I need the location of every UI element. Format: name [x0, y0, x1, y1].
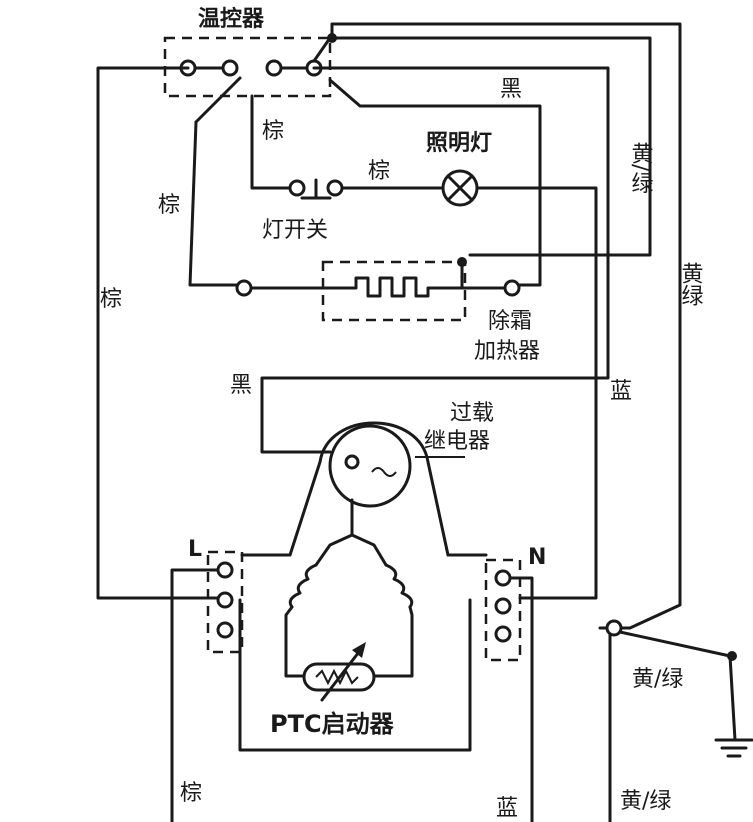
overload-relay-bimetal	[371, 467, 397, 477]
ptc-starter-resistor	[315, 668, 359, 686]
ground-wire-junction	[727, 651, 737, 661]
terminal-L-label: L	[188, 537, 202, 562]
motor-windings	[284, 533, 414, 678]
ptc-starter-label: PTC启动器	[270, 710, 395, 738]
yellow-green-label-vertical-2: 黄绿	[678, 262, 704, 306]
terminal-N-label: N	[528, 545, 546, 570]
yellow-green-ground-label: 黄/绿	[632, 667, 683, 692]
winding-left-to-ptc	[284, 605, 306, 678]
brown-wire-far-left	[96, 66, 220, 600]
lamp-switch-label: 灯开关	[262, 218, 328, 243]
defrost-heater-element	[340, 276, 508, 298]
terminal-block-N: N	[484, 545, 546, 662]
compressor-case-outline	[238, 598, 472, 752]
lamp-switch-terminal-left	[288, 179, 306, 197]
brown-label-far-left: 棕	[100, 287, 122, 312]
terminal-block-N-housing	[484, 558, 522, 662]
black-label-mid: 黑	[230, 373, 252, 398]
terminal-block-L: L	[188, 537, 244, 654]
blue-label-bottom: 蓝	[496, 796, 518, 821]
overload-relay-terminal	[344, 454, 360, 470]
defrost-heater-terminal-right	[503, 279, 521, 297]
black-wire-to-heater	[328, 78, 542, 287]
black-label-top: 黑	[500, 77, 522, 102]
overload-relay: 过载 继电器	[288, 401, 494, 557]
lamp: 照明灯	[426, 131, 492, 207]
yellow-green-bottom-label: 黄/绿	[620, 789, 671, 814]
defrost-heater: 除霜 加热器	[235, 257, 540, 364]
terminal-N-2	[494, 597, 512, 615]
lamp-label: 照明灯	[426, 131, 492, 156]
thermostat-contact-arm	[312, 36, 332, 63]
lamp-return-wire	[475, 186, 598, 600]
ptc-starter-arrow	[320, 646, 364, 702]
defrost-heater-label-1: 除霜	[488, 309, 532, 334]
terminal-L-3	[216, 621, 234, 639]
thermostat-internal-wire	[194, 76, 242, 124]
winding-left-coil	[288, 563, 318, 609]
overload-relay-disc	[328, 424, 412, 508]
brown-wire-lamp-switch	[250, 94, 294, 190]
defrost-heater-housing	[321, 260, 467, 322]
terminal-block-L-housing	[206, 550, 244, 654]
brown-label-left: 棕	[158, 193, 180, 218]
winding-left-lead	[314, 533, 354, 567]
overload-relay-label-1: 过载	[450, 401, 494, 426]
ptc-starter: PTC启动器	[270, 642, 395, 738]
winding-right-coil	[384, 563, 414, 609]
yellow-green-wire-inner-1	[334, 36, 652, 257]
brown-label-2: 棕	[368, 159, 390, 184]
thermostat-terminal-2	[221, 59, 239, 77]
terminal-L-2	[216, 591, 234, 609]
overload-relay-housing	[288, 421, 450, 557]
brown-label-1: 棕	[262, 119, 284, 144]
blue-power-lead	[508, 576, 534, 822]
yellow-green-wire-outer	[330, 22, 682, 630]
winding-right-to-ptc	[372, 605, 414, 678]
winding-right-lead	[350, 533, 388, 567]
brown-label-bottom: 棕	[180, 781, 202, 806]
blue-label-right: 蓝	[610, 379, 632, 404]
brown-wire-left	[188, 120, 238, 287]
overload-relay-label-2: 继电器	[424, 429, 490, 454]
yellow-green-label-vertical: 黄/绿	[628, 142, 654, 194]
thermostat-label: 温控器	[198, 6, 265, 32]
brown-power-lead	[170, 568, 220, 822]
ptc-starter-arrowhead	[352, 642, 366, 658]
thermostat-terminal-3	[265, 59, 283, 77]
terminal-N-3	[494, 625, 512, 643]
lamp-switch-terminal-right	[326, 179, 344, 197]
terminal-N-1	[494, 569, 512, 587]
black-wire-top	[260, 66, 610, 454]
defrost-heater-label-2: 加热器	[474, 339, 540, 364]
terminal-L-1	[216, 561, 234, 579]
defrost-heater-terminal-left	[235, 279, 253, 297]
ground-junction-terminal	[605, 619, 623, 637]
lamp-cross-2	[446, 174, 474, 202]
ground-connection: 黄/绿 黄/绿	[605, 619, 753, 822]
